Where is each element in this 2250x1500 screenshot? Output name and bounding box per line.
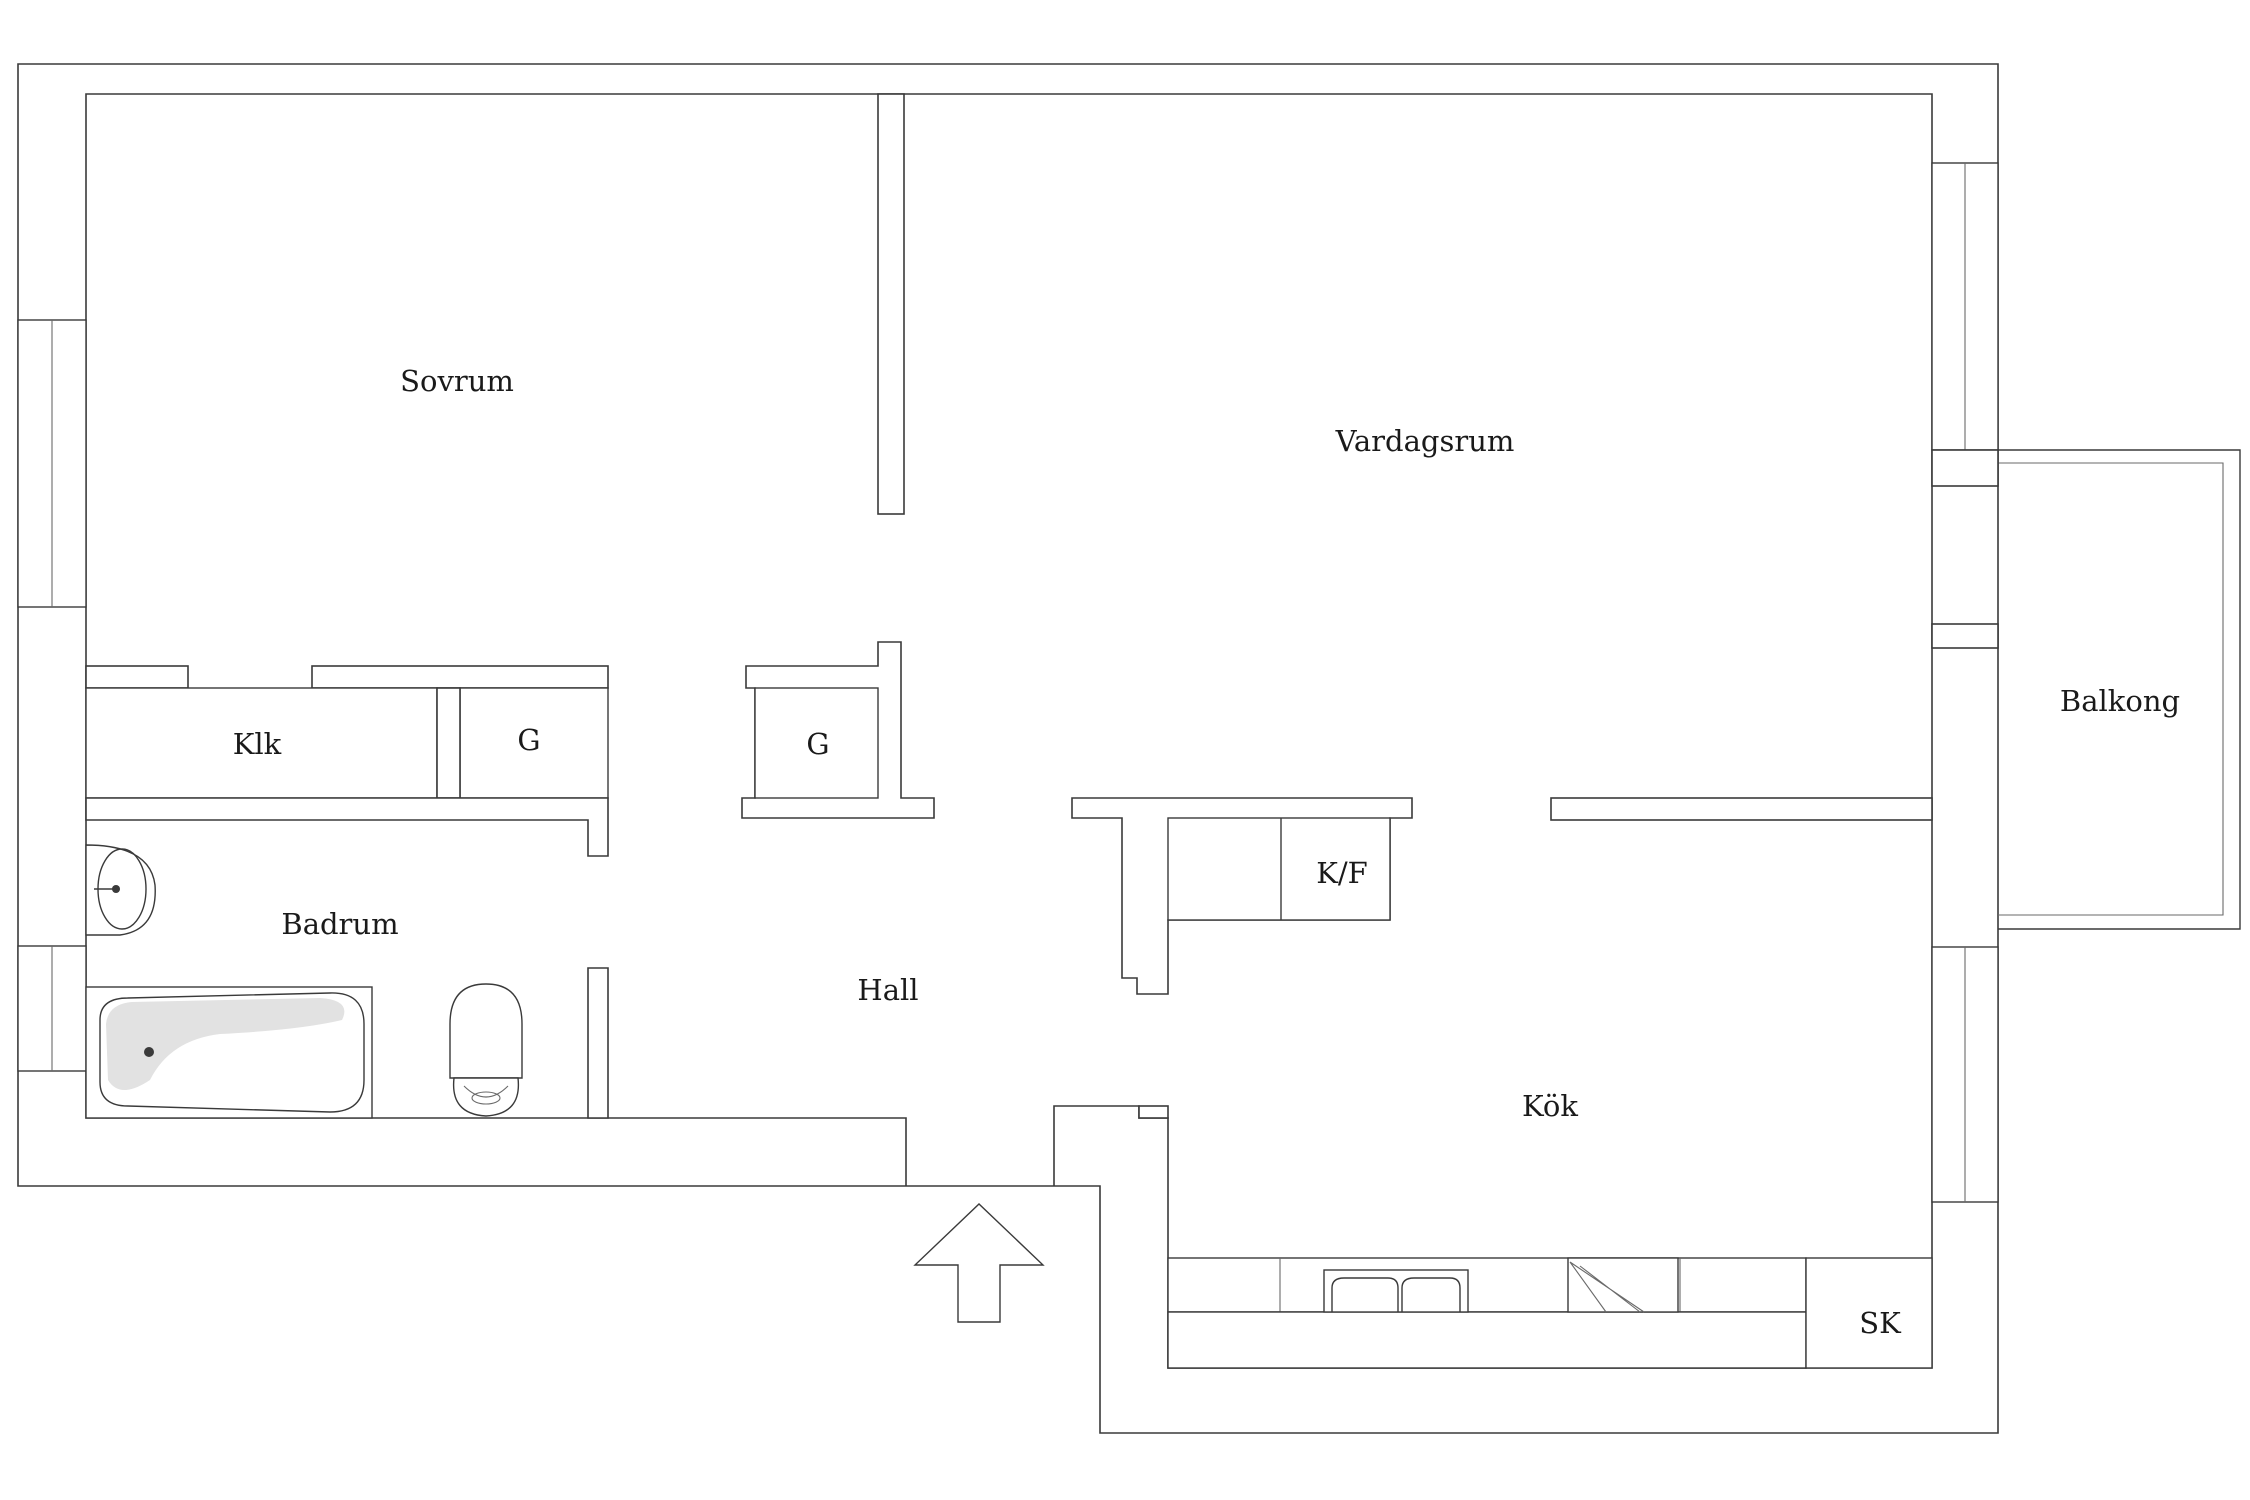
label-g2: G	[806, 727, 829, 761]
wall-bedroom-bottom-left	[85, 665, 189, 689]
window-left-upper	[17, 319, 87, 608]
label-badrum: Badrum	[281, 907, 398, 941]
window-right-lower	[1931, 946, 1999, 1203]
label-vardagsrum: Vardagsrum	[1335, 424, 1515, 458]
balcony-door-jamb-top	[1931, 449, 1999, 487]
sk-cabinet	[1805, 1257, 1933, 1369]
window-right-upper	[1931, 162, 1999, 451]
wall-bedroom-living	[877, 93, 905, 515]
stove-icon	[1567, 1257, 1679, 1313]
label-sovrum: Sovrum	[400, 364, 514, 398]
label-klk: Klk	[233, 727, 282, 761]
wall-bedroom-bottom-right	[311, 665, 609, 689]
fridge-freezer	[1167, 817, 1391, 921]
balcony-door-jamb-bottom	[1931, 623, 1999, 649]
kitchen-sink-icon	[1323, 1269, 1469, 1313]
counter-front	[1167, 1311, 1807, 1369]
label-kf: K/F	[1316, 856, 1368, 890]
wall-kitchen-left	[1138, 1105, 1169, 1119]
bathtub-icon	[85, 986, 373, 1119]
balcony-inner-line	[1998, 462, 2224, 916]
toilet-icon	[449, 983, 523, 1117]
closet-g2	[754, 687, 879, 799]
wall-living-kitchen	[1550, 797, 1933, 821]
sink-icon	[85, 844, 156, 936]
label-kok: Kök	[1522, 1089, 1578, 1123]
entrance-arrow-icon	[913, 1203, 1045, 1323]
label-hall: Hall	[857, 973, 918, 1007]
closet-g1	[459, 687, 609, 799]
wall-closet-bath	[85, 797, 609, 857]
window-left-lower	[17, 945, 87, 1072]
label-sk: SK	[1859, 1306, 1902, 1340]
wall-closet-divider	[436, 687, 461, 799]
wall-bath-right	[587, 967, 609, 1119]
balcony-outline	[1998, 449, 2241, 930]
label-g1: G	[517, 723, 540, 757]
label-balkong: Balkong	[2060, 684, 2180, 718]
